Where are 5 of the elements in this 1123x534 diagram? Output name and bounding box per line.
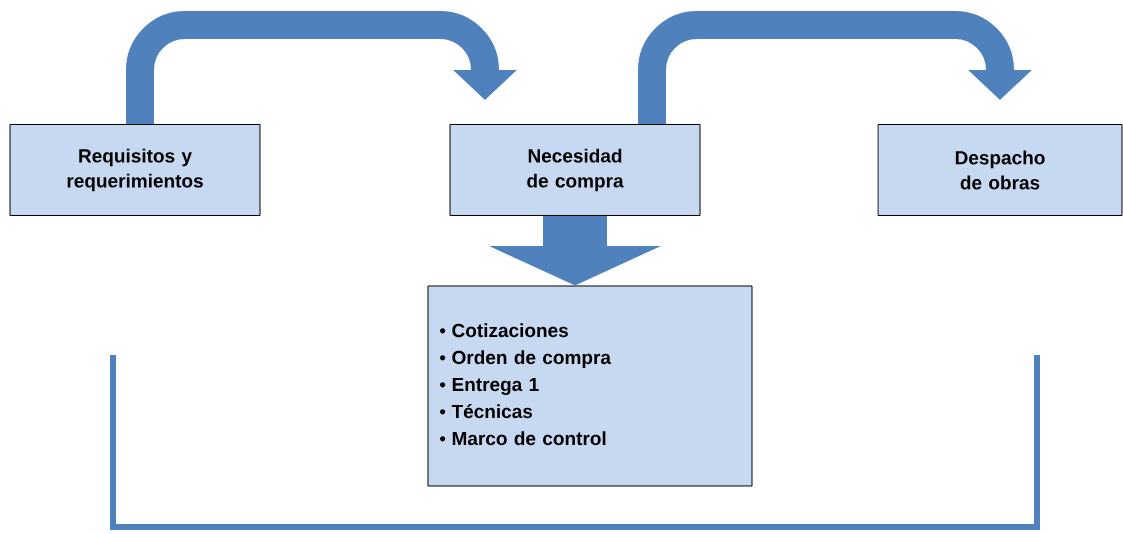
process-box: Requisitos y requerimientos xyxy=(9,124,261,216)
process-box: Despacho de obras xyxy=(877,124,1123,216)
list-box: Cotizaciones Orden de compra Entrega 1 Técnicas Marco de control xyxy=(427,285,753,487)
process-box: Necesidad de compra xyxy=(449,124,701,216)
block-arrow xyxy=(489,216,661,286)
